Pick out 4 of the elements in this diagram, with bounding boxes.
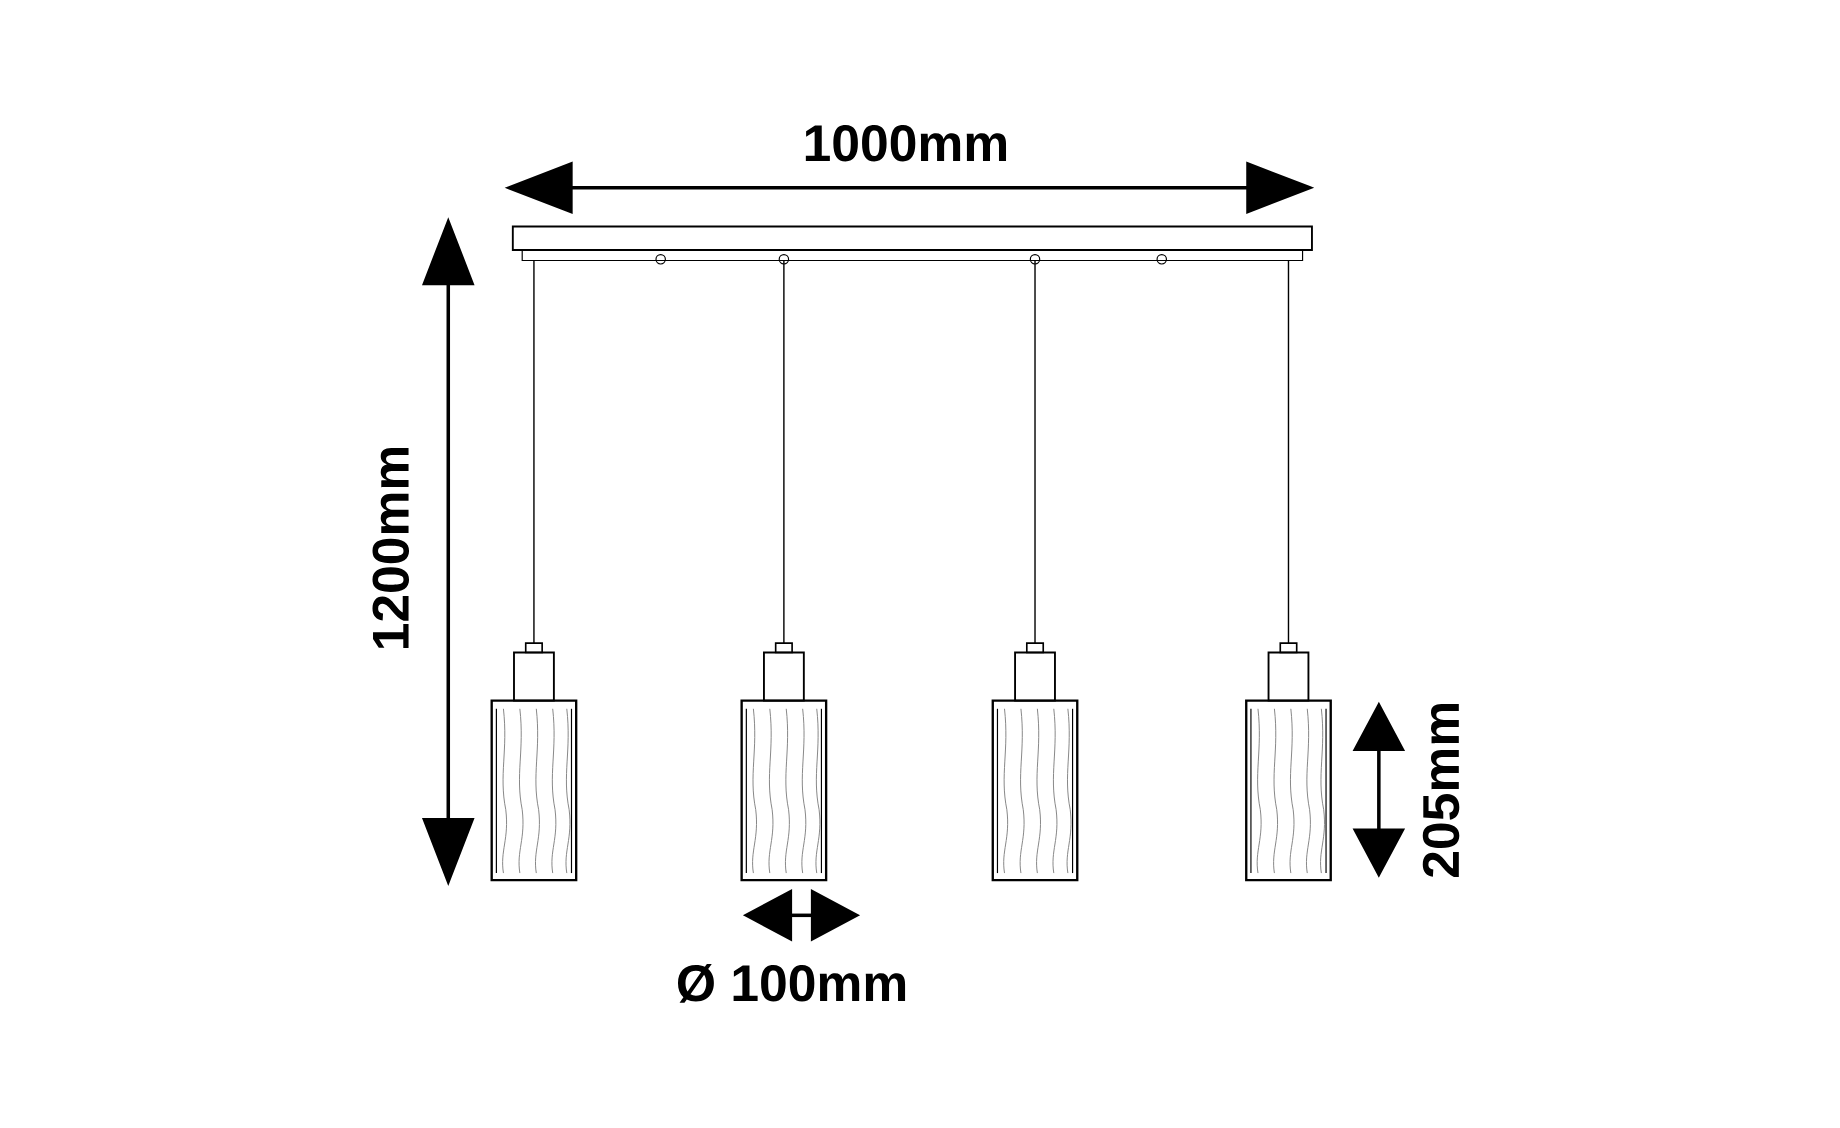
dimension-label: 205mm xyxy=(1422,704,1460,878)
dimension-label: Ø 100mm xyxy=(678,964,906,1003)
dimension-label: 1000mm xyxy=(805,125,1006,162)
dimension-label: 1200mm xyxy=(372,448,410,649)
